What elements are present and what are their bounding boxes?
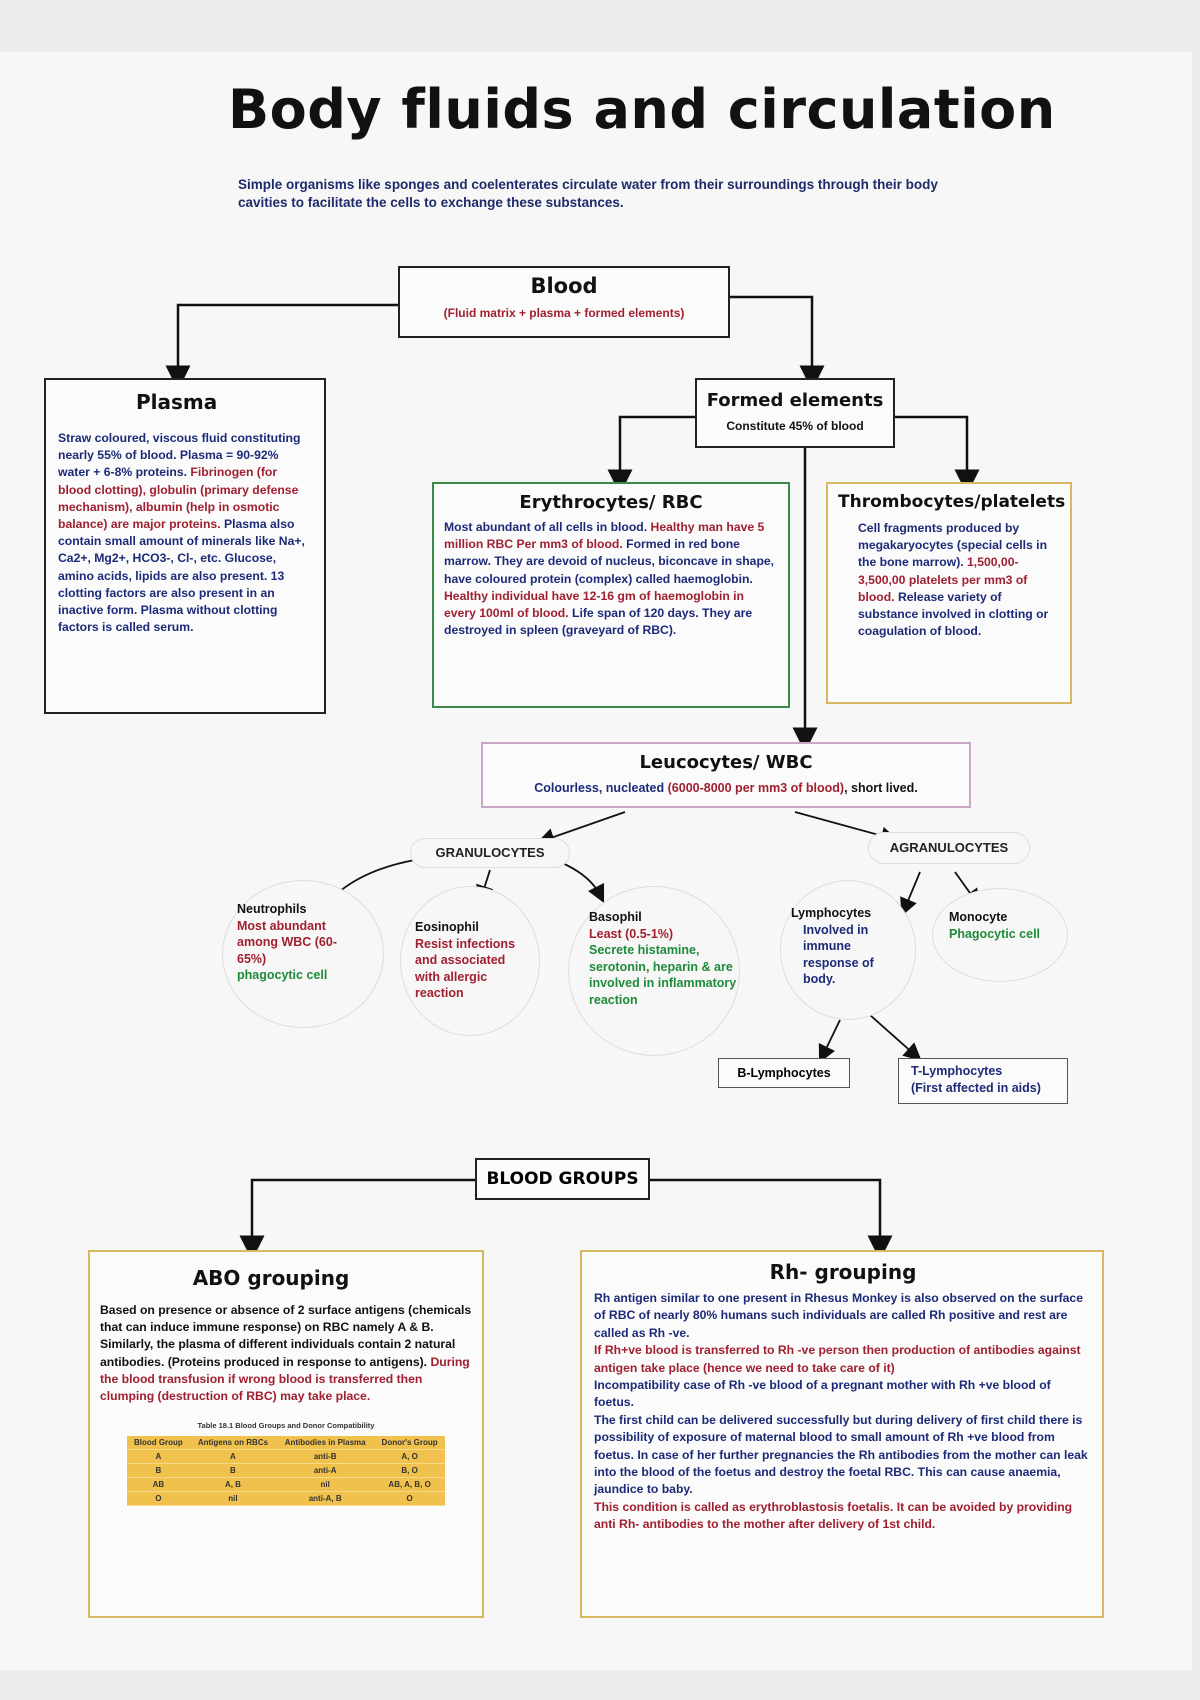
plasma-p4: Plasma without clotting factors is calle…	[58, 603, 278, 635]
platelets-heading: Thrombocytes/platelets	[838, 492, 1066, 512]
t-lymphocytes-box: T-Lymphocytes (First affected in aids)	[898, 1058, 1068, 1104]
lymphocytes-name: Lymphocytes	[791, 906, 872, 920]
table-header-cell: Donor's Group	[374, 1436, 445, 1451]
table-cell: nil	[189, 1491, 277, 1507]
lymphocytes-desc: Involved in immune response of body.	[803, 922, 874, 987]
neutrophils-desc2: phagocytic cell	[237, 968, 328, 982]
intro-text: Simple organisms like sponges and coelen…	[238, 177, 938, 210]
wbc-sub-a: Colourless, nucleated	[534, 781, 665, 795]
table-row: O nil anti-A, B O	[127, 1491, 445, 1507]
abo-table-header: Blood Group Antigens on RBCs Antibodies …	[127, 1436, 445, 1451]
table-cell: anti-B	[276, 1449, 375, 1465]
plasma-p3: Plasma also contain small amount of mine…	[58, 517, 305, 618]
plasma-box: Plasma Straw coloured, viscous fluid con…	[44, 378, 326, 714]
formed-subtitle: Constitute 45% of blood	[726, 419, 864, 433]
table-cell: A	[127, 1449, 190, 1465]
lymphocytes-circle: Lymphocytes Involved in immune response …	[780, 880, 916, 1020]
table-cell: B	[127, 1463, 190, 1479]
table-cell: AB	[127, 1477, 190, 1493]
rbc-heading: Erythrocytes/ RBC	[519, 492, 703, 513]
granulocytes-label: GRANULOCYTES	[410, 838, 570, 868]
rh-p3: Incompatibility case of Rh -ve blood of …	[594, 1378, 1051, 1410]
rbc-p3: Formed in red bone marrow. They are devo…	[444, 537, 775, 586]
rh-p1: Rh antigen similar to one present in Rhe…	[594, 1291, 1083, 1340]
eosinophil-desc: Resist infections and associated with al…	[415, 936, 516, 1001]
rh-heading: Rh- grouping	[769, 1260, 917, 1284]
abo-p1: Based on presence or absence of 2 surfac…	[100, 1303, 472, 1369]
rh-box: Rh- grouping Rh antigen similar to one p…	[580, 1250, 1104, 1618]
plasma-p2: Fibrinogen (for blood clotting), globuli…	[58, 465, 299, 532]
platelets-p2: 1,500,00- 3,500,00 platelets per mm3 of …	[858, 555, 1028, 604]
eosinophil-name: Eosinophil	[415, 920, 479, 934]
page-title: Body fluids and circulation	[228, 78, 1056, 141]
b-lymphocytes-box: B-Lymphocytes	[718, 1058, 850, 1088]
wbc-sub-b: (6000-8000 per mm3 of blood)	[667, 781, 845, 795]
basophil-desc: Least (0.5-1%)	[589, 926, 674, 941]
table-header-cell: Blood Group	[127, 1436, 190, 1451]
formed-heading: Formed elements	[706, 390, 884, 411]
plasma-text: Straw coloured, viscous fluid constituti…	[58, 430, 312, 636]
neutrophils-name: Neutrophils	[237, 902, 307, 916]
rh-p2: If Rh+ve blood is transferred to Rh -ve …	[594, 1343, 1081, 1375]
blood-box: Blood (Fluid matrix + plasma + formed el…	[398, 266, 730, 338]
table-cell: A, B	[189, 1477, 277, 1493]
table-cell: nil	[276, 1477, 375, 1493]
rh-p5: This condition is called as erythroblast…	[594, 1499, 1073, 1532]
table-cell: B	[189, 1463, 277, 1479]
rh-text: Rh antigen similar to one present in Rhe…	[594, 1290, 1092, 1534]
abo-p2: During the blood transfusion if wrong bl…	[100, 1354, 470, 1404]
basophil-name: Basophil	[589, 910, 642, 924]
plasma-p1: Straw coloured, viscous fluid constituti…	[58, 431, 301, 480]
wbc-heading: Leucocytes/ WBC	[639, 752, 813, 773]
blood-heading: Blood	[530, 274, 598, 298]
eosinophil-circle: Eosinophil Resist infections and associa…	[400, 886, 540, 1036]
monocyte-desc: Phagocytic cell	[949, 926, 1041, 941]
table-cell: anti-A	[276, 1463, 375, 1479]
formed-elements-box: Formed elements Constitute 45% of blood	[695, 378, 895, 448]
t-lymphocytes-note: (First affected in aids)	[911, 1081, 1041, 1095]
rbc-box: Erythrocytes/ RBC Most abundant of all c…	[432, 482, 790, 708]
abo-heading: ABO grouping	[192, 1266, 350, 1290]
t-lymphocytes-name: T-Lymphocytes	[911, 1064, 1003, 1078]
rbc-p1: Most abundant of all cells in blood.	[444, 520, 648, 534]
rbc-text: Most abundant of all cells in blood. Hea…	[444, 519, 778, 639]
table-cell: anti-A, B	[276, 1491, 375, 1507]
neutrophils-circle: Neutrophils Most abundant among WBC (60-…	[222, 880, 384, 1028]
blood-groups-box: BLOOD GROUPS	[475, 1158, 650, 1200]
table-cell: A, O	[374, 1449, 445, 1465]
blood-subtitle: (Fluid matrix + plasma + formed elements…	[443, 306, 685, 320]
wbc-box: Leucocytes/ WBC Colourless, nucleated (6…	[481, 742, 971, 808]
abo-box: ABO grouping Based on presence or absenc…	[88, 1250, 484, 1618]
platelets-p1: Cell fragments produced by megakaryocyte…	[858, 521, 1048, 570]
neutrophils-desc: Most abundant among WBC (60-65%)	[237, 918, 337, 966]
monocyte-name: Monocyte	[949, 910, 1008, 924]
table-row: B B anti-A B, O	[127, 1463, 445, 1479]
abo-text: Based on presence or absence of 2 surfac…	[100, 1302, 472, 1405]
basophil-circle: Basophil Least (0.5-1%) Secrete histamin…	[568, 886, 740, 1056]
wbc-subtitle: Colourless, nucleated (6000-8000 per mm3…	[483, 781, 969, 795]
rh-p4: The first child can be delivered success…	[594, 1412, 1088, 1497]
table-row: AB A, B nil AB, A, B, O	[127, 1477, 445, 1493]
basophil-desc2: Secrete histamine, serotonin, heparin & …	[589, 943, 737, 1007]
table-cell: O	[127, 1491, 190, 1507]
table-cell: AB, A, B, O	[374, 1477, 445, 1493]
platelets-text: Cell fragments produced by megakaryocyte…	[838, 520, 1060, 640]
plasma-heading: Plasma	[136, 390, 218, 414]
table-cell: A	[189, 1449, 277, 1465]
table-header-cell: Antibodies in Plasma	[276, 1436, 375, 1451]
agranulocytes-label: AGRANULOCYTES	[868, 832, 1030, 864]
table-row: A A anti-B A, O	[127, 1449, 445, 1465]
rbc-p2: Healthy man have 5 million RBC Per mm3 o…	[444, 520, 765, 552]
abo-table: Blood Group Antigens on RBCs Antibodies …	[127, 1436, 445, 1507]
rbc-p4: Healthy individual have 12-16 gm of haem…	[444, 588, 745, 621]
table-cell: B, O	[374, 1463, 445, 1479]
wbc-sub-c: , short lived.	[844, 781, 918, 795]
table-header-cell: Antigens on RBCs	[189, 1436, 277, 1451]
platelets-p3: Release variety of substance involved in…	[858, 589, 1049, 639]
platelets-box: Thrombocytes/platelets Cell fragments pr…	[826, 482, 1072, 704]
table-cell: O	[374, 1491, 445, 1507]
abo-table-caption: Table 18.1 Blood Groups and Donor Compat…	[197, 1421, 375, 1431]
monocyte-circle: Monocyte Phagocytic cell	[932, 888, 1068, 982]
rbc-p5: Life span of 120 days. They are destroye…	[444, 606, 753, 638]
